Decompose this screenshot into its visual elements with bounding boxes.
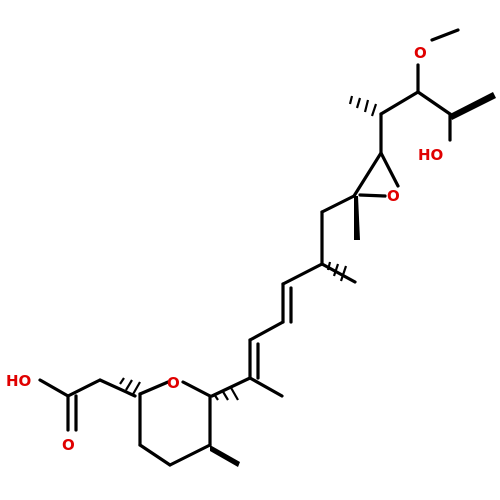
hashed-bond-acid bbox=[119, 377, 141, 397]
atom-labels: HO O O O O HO bbox=[6, 44, 443, 454]
atom-o-carbonyl: O bbox=[62, 436, 75, 454]
atom-o-methoxy: O bbox=[414, 44, 427, 62]
hashed-bond-side-chain bbox=[213, 385, 239, 401]
atom-o-ring: O bbox=[167, 374, 180, 392]
wedge-epoxide-methyl bbox=[354, 196, 360, 240]
wedge-terminal-methyl bbox=[450, 92, 496, 120]
hashed-bond-upper-methyl bbox=[348, 95, 378, 117]
wedge-ring-methyl bbox=[210, 445, 240, 467]
atom-ho-bottom-left: HO bbox=[6, 372, 31, 390]
atom-ho-top-right: HO bbox=[418, 146, 443, 164]
hashed-bond-chain-methyl bbox=[326, 261, 348, 282]
atom-o-epoxide: O bbox=[387, 187, 400, 205]
bond-lines bbox=[38, 28, 460, 467]
stereo-bonds bbox=[119, 92, 496, 467]
